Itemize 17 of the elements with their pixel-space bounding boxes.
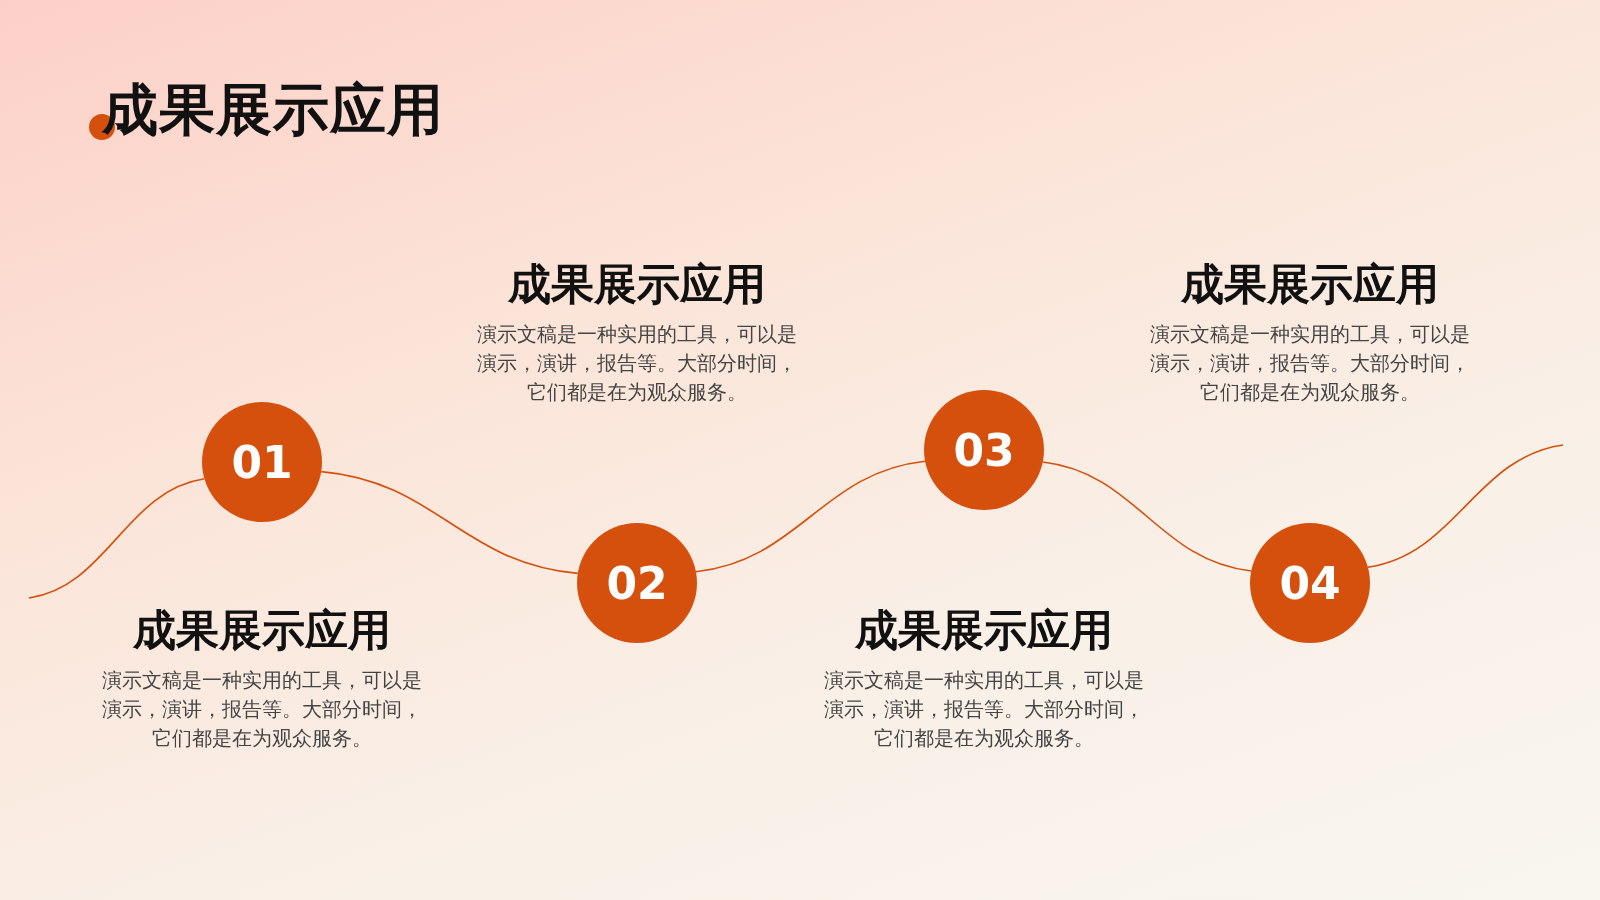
step-description: 演示文稿是一种实用的工具，可以是演示，演讲，报告等。大部分时间，它们都是在为观众服务。 <box>101 668 423 752</box>
step-heading: 成果展示应用 <box>132 604 392 656</box>
step-number-circle: 02 <box>577 523 697 643</box>
step-description: 演示文稿是一种实用的工具，可以是演示，演讲，报告等。大部分时间，它们都是在为观众服务。 <box>476 322 798 406</box>
step-number-circle: 03 <box>924 390 1044 510</box>
slide-title: 成果展示应用 <box>102 78 444 142</box>
step-heading: 成果展示应用 <box>1180 258 1440 310</box>
step-description: 演示文稿是一种实用的工具，可以是演示，演讲，报告等。大部分时间，它们都是在为观众服务。 <box>823 668 1145 752</box>
step-description: 演示文稿是一种实用的工具，可以是演示，演讲，报告等。大部分时间，它们都是在为观众服务。 <box>1149 322 1471 406</box>
step-number-circle: 01 <box>202 402 322 522</box>
wave-connector-line <box>1042 461 1252 572</box>
step-heading: 成果展示应用 <box>507 258 767 310</box>
wave-connector-line <box>320 470 579 575</box>
wave-connector-line <box>28 478 206 599</box>
wave-connector-line <box>695 460 926 573</box>
step-heading: 成果展示应用 <box>854 604 1114 656</box>
step-number-circle: 04 <box>1250 523 1370 643</box>
